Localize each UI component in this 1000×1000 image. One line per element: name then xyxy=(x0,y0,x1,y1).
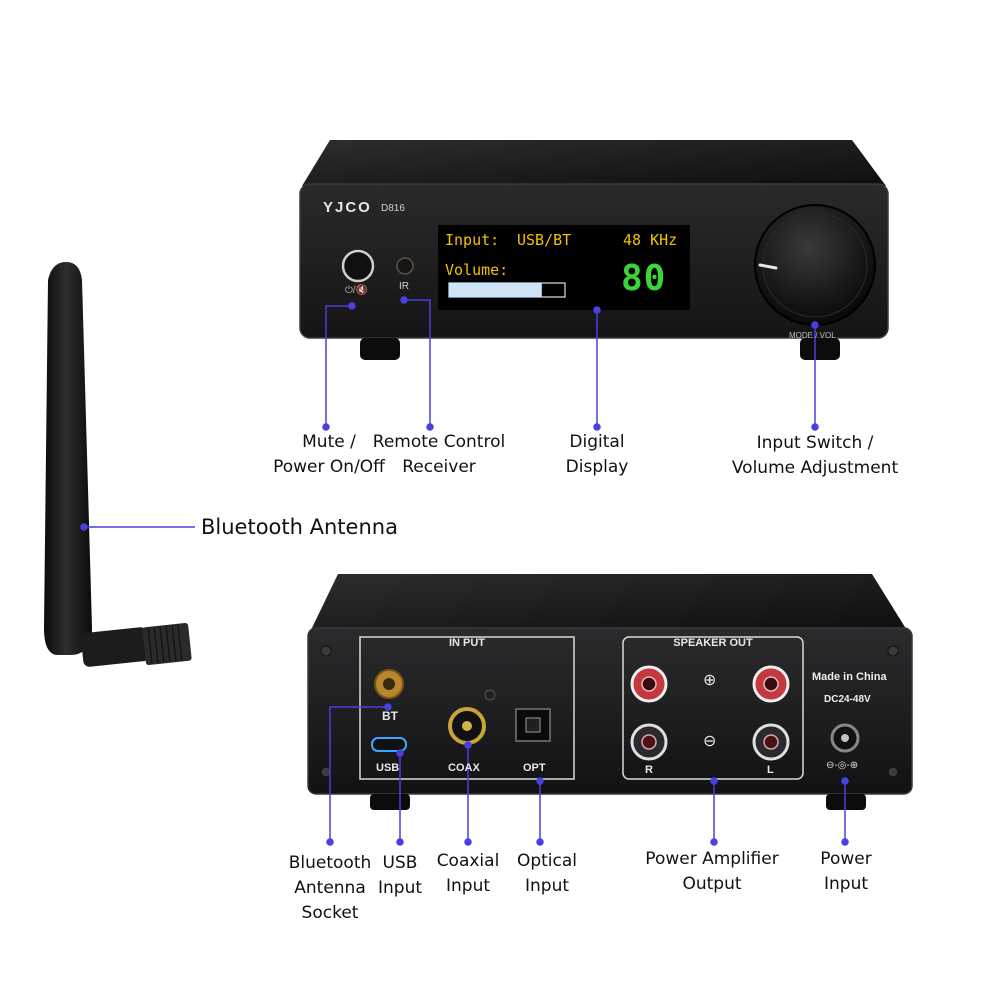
foot xyxy=(800,338,840,360)
left-channel-label: L xyxy=(767,764,774,776)
callout-mute: Mute /Power On/Off xyxy=(273,432,385,477)
mute-power-label: ⏻/🔇 xyxy=(345,285,369,296)
callout-antenna: Bluetooth Antenna xyxy=(201,515,398,539)
foot xyxy=(826,794,866,810)
volume-bar-fill xyxy=(449,283,542,297)
polarity-symbol: ⊖-◎-⊕ xyxy=(826,760,859,771)
display-volume-label: Volume: xyxy=(445,261,509,279)
bluetooth-antenna xyxy=(44,262,192,667)
front-unit xyxy=(299,140,889,360)
display-input-label: Input: xyxy=(445,231,500,249)
usb-c-port[interactable] xyxy=(371,737,407,752)
foot xyxy=(360,338,400,360)
coax-port-label: COAX xyxy=(448,762,480,774)
optical-port[interactable] xyxy=(515,708,551,742)
display-sample-rate: 48 KHz xyxy=(623,231,678,249)
display-input-value: USB/BT xyxy=(517,231,572,249)
plus-symbol: ⊕ xyxy=(703,672,717,689)
mode-volume-knob[interactable] xyxy=(754,204,876,326)
right-channel-label: R xyxy=(645,764,653,776)
ground-screw xyxy=(484,689,496,701)
knob-indicator xyxy=(758,263,778,270)
display-volume-number: 80 xyxy=(621,258,667,299)
screw xyxy=(320,766,332,778)
knob-label: MODE / VOL xyxy=(789,331,836,340)
ir-label: IR xyxy=(399,281,409,292)
rear-unit xyxy=(307,574,913,810)
input-section-title: IN PUT xyxy=(448,637,486,649)
callout-lines xyxy=(80,296,849,846)
foot xyxy=(370,794,410,810)
screw xyxy=(887,766,899,778)
voltage-label: DC24-48V xyxy=(824,694,871,705)
opt-port-label: OPT xyxy=(523,762,546,774)
made-in-label: Made in China xyxy=(812,671,887,683)
bt-port-label: BT xyxy=(382,709,398,723)
usb-port-label: USB xyxy=(376,762,400,774)
mute-power-button[interactable] xyxy=(341,249,375,283)
brand-logo: YJCO xyxy=(323,199,372,216)
screw xyxy=(887,645,899,657)
speaker-section-title: SPEAKER OUT xyxy=(673,637,753,649)
model-label: D816 xyxy=(381,203,405,214)
screw xyxy=(320,645,332,657)
ir-receiver-window xyxy=(396,257,414,275)
callout-knob: Input Switch /Volume Adjustment xyxy=(731,433,899,478)
speaker-terminals[interactable] xyxy=(630,665,790,761)
minus-symbol: ⊖ xyxy=(703,733,717,750)
input-section-outline xyxy=(359,636,575,780)
